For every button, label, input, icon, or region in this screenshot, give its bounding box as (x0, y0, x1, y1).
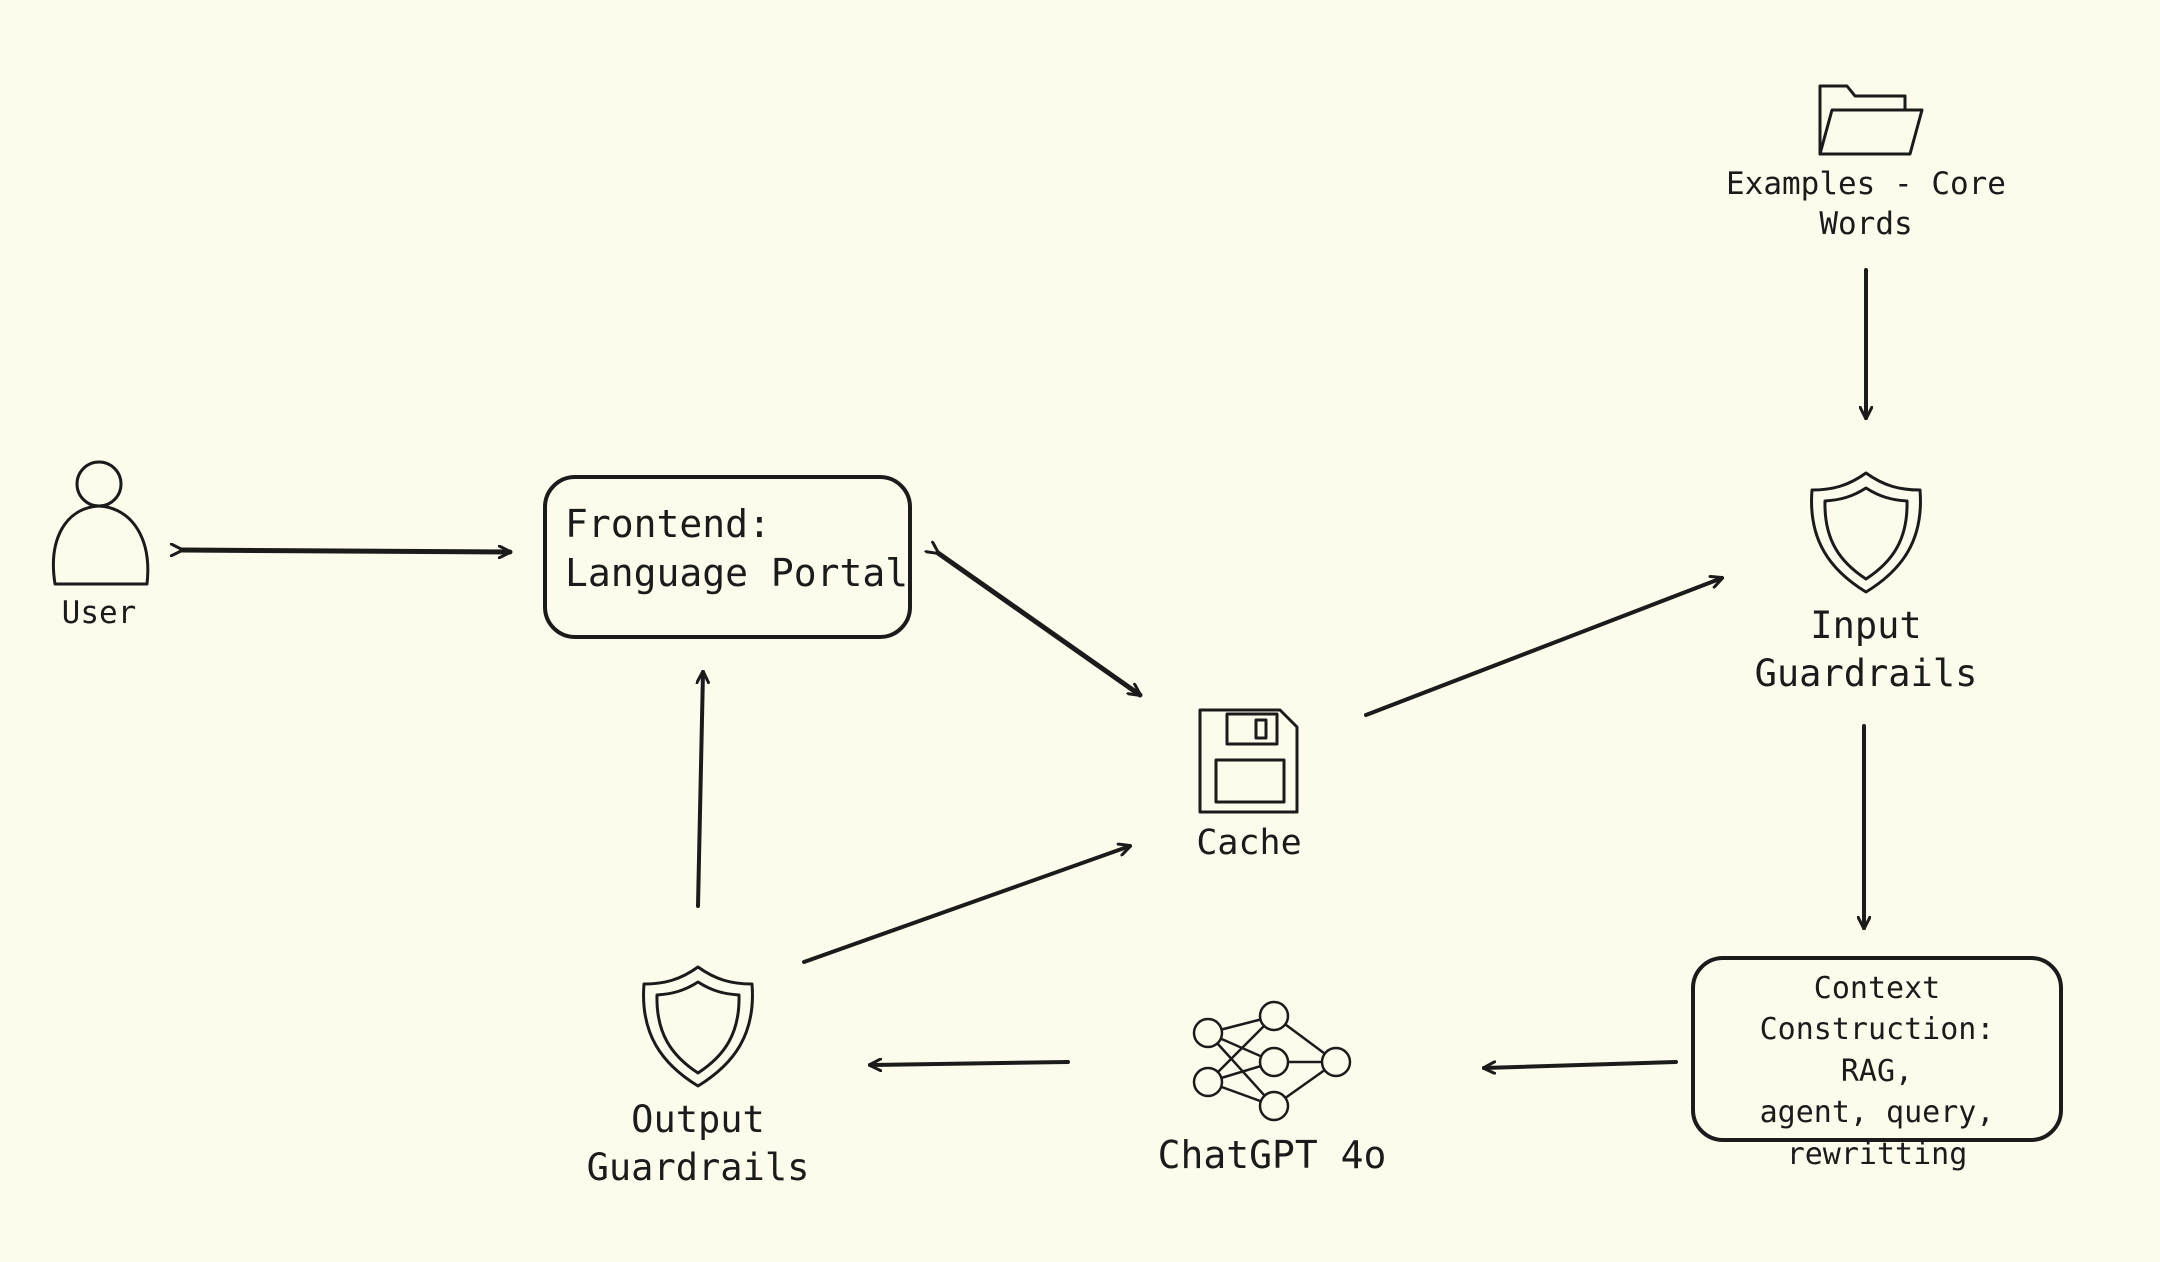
user-icon (52, 460, 150, 586)
frontend-label: Frontend: Language Portal (565, 502, 909, 596)
arrow-output-guardrails-frontend (698, 672, 703, 908)
input-guardrails-label: Input Guardrails (1754, 604, 1978, 696)
arrow-user-frontend (182, 550, 513, 552)
context-label: Context Construction: RAG, agent, query,… (1759, 971, 1995, 1172)
output-guardrails-label: Output Guardrails (586, 1098, 810, 1190)
neural-network-icon (1192, 1000, 1352, 1122)
user-label: User (61, 595, 137, 631)
shield-icon (1810, 471, 1922, 594)
cache-label: Cache (1196, 823, 1302, 863)
floppy-disk-icon (1198, 708, 1299, 814)
arrow-chatgpt-output-guardrails (870, 1062, 1070, 1065)
arrow-cache-input-guardrails (1364, 578, 1722, 717)
shield-icon (642, 965, 754, 1088)
arrow-frontend-cache (938, 553, 1143, 698)
frontend-box (543, 475, 912, 639)
context-box (1691, 956, 2063, 1142)
chatgpt-label: ChatGPT 4o (1157, 1133, 1387, 1177)
folder-icon (1818, 84, 1924, 156)
arrow-context-chatgpt (1484, 1060, 1678, 1068)
arrow-output-guardrails-cache (802, 846, 1130, 964)
examples-label: Examples - Core Words (1726, 166, 2006, 243)
